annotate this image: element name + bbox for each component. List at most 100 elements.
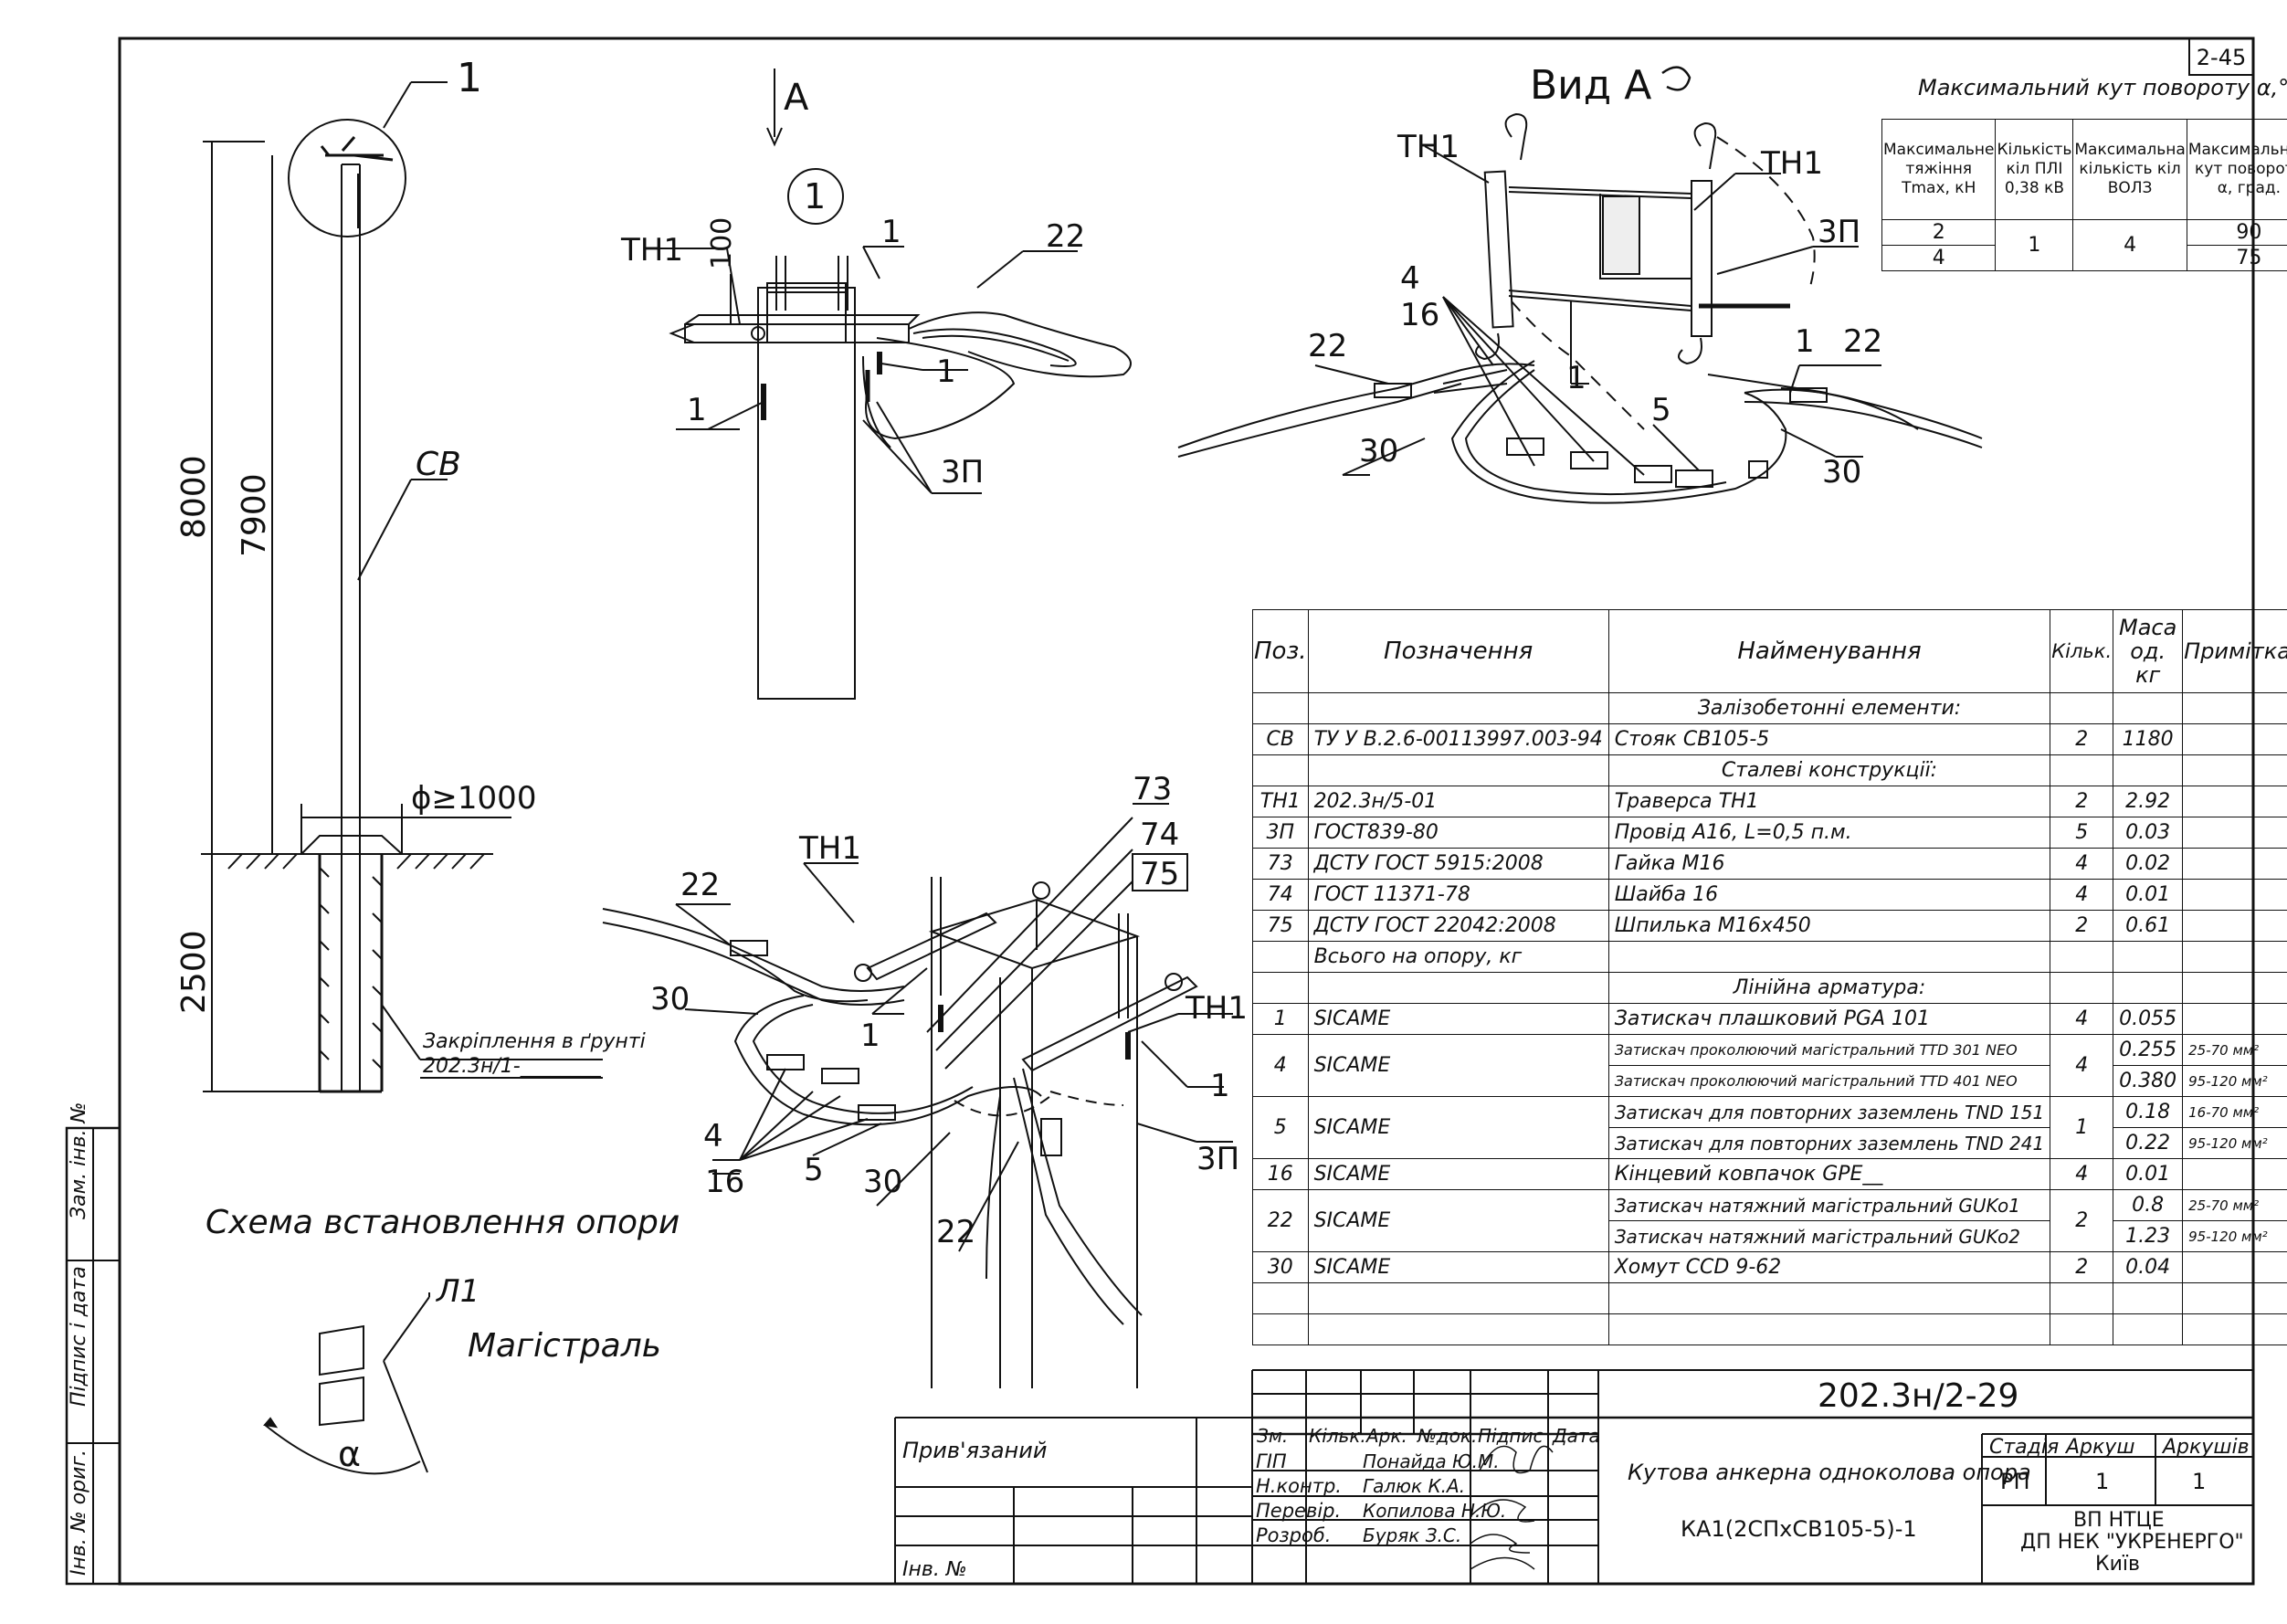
view-a-th1-left: ТН1: [1396, 129, 1460, 165]
tb-name-0: Понайда Ю.М.: [1363, 1450, 1500, 1472]
detail1-th1: ТН1: [620, 232, 683, 269]
angle-r1-c0: 2: [1881, 219, 1997, 246]
tb-role-1: Н.контр.: [1256, 1475, 1342, 1497]
tb-org3: Київ: [2095, 1553, 2140, 1576]
view-a-22-right: 22: [1843, 323, 1882, 360]
spec-empty-row: [1252, 1282, 2287, 1314]
tb-stage-h: Стадія: [1989, 1436, 2060, 1459]
dim-above: 7900: [236, 473, 273, 557]
tb-subtitle: КА1(2СПхСВ105-5)-1: [1681, 1516, 1917, 1542]
spec-section-row: Сталеві конструкції:: [1252, 754, 2287, 786]
spec-row: 74 ГОСТ 11371-78 Шайба 16 4 0.01: [1252, 879, 2287, 911]
spec-h-des: Позначення: [1307, 609, 1609, 693]
tb-sheet: 1: [2095, 1469, 2110, 1494]
tb-sheets-h: Аркушів: [2163, 1436, 2250, 1459]
angle-th-3: Максимальний кут повороту α, град.: [2186, 119, 2287, 220]
main-label: Магістраль: [468, 1327, 661, 1365]
angle-th-2: Максимальна кількість кіл ВОЛЗ: [2072, 119, 2187, 220]
spec-row: 4 SICAME Затискач проколюючий магістраль…: [1252, 1034, 2287, 1097]
iso-th1-right: ТН1: [1185, 990, 1248, 1027]
iso-22-top: 22: [680, 867, 720, 903]
inv-no: Інв. №: [902, 1558, 967, 1581]
detail1-1c: 1: [687, 392, 707, 428]
iso-th1-left: ТН1: [798, 830, 861, 867]
tb-role-2: Перевір.: [1256, 1500, 1342, 1522]
iso-30-left: 30: [650, 981, 690, 1018]
tb-org2: ДП НЕК "УКРЕНЕРГО": [2020, 1531, 2244, 1554]
iso-30: 30: [863, 1164, 902, 1200]
spec-total-row: Всього на опору, кг: [1252, 941, 2287, 973]
pole-diameter: ϕ≥1000: [411, 780, 536, 817]
iso-22: 22: [936, 1214, 975, 1250]
tb-col-kilk: Кільк.: [1309, 1425, 1366, 1447]
spec-row: 30 SICAME Хомут CCD 9-62 2 0.04: [1252, 1251, 2287, 1283]
iso-74: 74: [1140, 817, 1179, 853]
view-a-22-left: 22: [1308, 328, 1347, 364]
iso-75: 75: [1140, 856, 1179, 892]
fix-ref: 202.3н/1-________: [423, 1055, 602, 1078]
view-a-th1-right: ТН1: [1760, 145, 1823, 182]
angle-table-title: Максимальний кут повороту α,°: [1918, 75, 2287, 100]
angle-th-1: Кількість кіл ПЛІ 0,38 кВ: [1995, 119, 2074, 220]
bound-label: Прив'язаний: [902, 1438, 1048, 1463]
detail1-arrow: А: [784, 77, 809, 119]
view-a-1-mid: 1: [1566, 360, 1586, 396]
tb-stage: РП: [2000, 1469, 2030, 1494]
tb-sheets: 1: [2192, 1469, 2207, 1494]
tb-org1: ВП НТЦЕ: [2073, 1509, 2165, 1532]
spec-h-mass: Маса од. кг: [2113, 609, 2184, 693]
view-a-drawing: [1177, 112, 1983, 504]
detail1-22: 22: [1046, 218, 1085, 255]
angle-r1-c3: 90: [2186, 219, 2287, 246]
pole-callout: 1: [457, 55, 482, 101]
tb-name-1: Галюк К.А.: [1363, 1475, 1466, 1497]
spec-section-row: Лінійна арматура:: [1252, 972, 2287, 1004]
spec-h-name: Найменування: [1607, 609, 2051, 693]
iso-1-left: 1: [860, 1018, 880, 1054]
angle-r1-c2: 4: [2072, 219, 2187, 271]
angle-r2-c0: 4: [1881, 245, 1997, 271]
tb-role-3: Розроб.: [1256, 1524, 1332, 1546]
tb-role-0: ГІП: [1256, 1450, 1287, 1472]
detail1-1a: 1: [881, 214, 901, 250]
pole-drawing: [201, 81, 603, 1093]
tb-title: Кутова анкерна одноколова опора: [1628, 1460, 2031, 1485]
fix-label: Закріплення в ґрунті: [423, 1030, 646, 1053]
spec-row: 5 SICAME Затискач для повторних заземлен…: [1252, 1096, 2287, 1159]
tb-sheet-h: Аркуш: [2066, 1436, 2135, 1459]
angle-r2-c3: 75: [2186, 245, 2287, 271]
dim-below: 2500: [175, 930, 213, 1014]
sheet-code: 2-45: [2197, 45, 2246, 70]
iso-5: 5: [804, 1152, 824, 1188]
spec-row: СВ ТУ У В.2.6-00113997.003-94 Стояк СВ10…: [1252, 723, 2287, 755]
detail1-3p: 3П: [941, 454, 984, 490]
spec-row: 1 SICAME Затискач плашковий PGA 101 4 0.…: [1252, 1003, 2287, 1035]
view-a-1-right: 1: [1795, 323, 1815, 360]
angle-scheme: [263, 1292, 430, 1475]
line-label: Л1: [435, 1273, 480, 1310]
spec-row: 22 SICAME Затискач натяжний магістральни…: [1252, 1189, 2287, 1252]
view-a-30-left: 30: [1359, 433, 1398, 469]
tb-col-zm: Зм.: [1257, 1425, 1289, 1447]
spec-row: ТН1 202.3н/5-01 Траверса ТН1 2 2.92: [1252, 786, 2287, 817]
tb-col-ark: Арк.: [1366, 1425, 1407, 1447]
view-a-title: Вид А: [1530, 62, 1651, 109]
dim-total: 8000: [175, 455, 213, 539]
spec-row: 75 ДСТУ ГОСТ 22042:2008 Шпилька М16х450 …: [1252, 910, 2287, 942]
spec-h-pos: Поз.: [1252, 609, 1309, 693]
iso-73: 73: [1133, 771, 1172, 807]
spec-section-row: Залізобетонні елементи:: [1252, 692, 2287, 724]
iso-drawing: [602, 803, 1233, 1388]
iso-1-right: 1: [1210, 1068, 1230, 1104]
spec-empty-row: [1252, 1313, 2287, 1345]
view-a-5: 5: [1651, 392, 1671, 428]
doc-code: 202.3н/2-29: [1818, 1377, 2019, 1415]
tb-name-2: Копилова Н.Ю.: [1363, 1500, 1507, 1522]
spec-row: Затискач для повторних заземлень TND 241…: [1253, 1127, 2287, 1159]
iso-4: 4: [703, 1118, 723, 1155]
angle-th-0: Максимальне тяжіння Tmax, кН: [1881, 119, 1997, 220]
view-a-16: 16: [1400, 297, 1439, 333]
spec-row: 16 SICAME Кінцевий ковпачок GPE__ 4 0.01: [1252, 1158, 2287, 1190]
